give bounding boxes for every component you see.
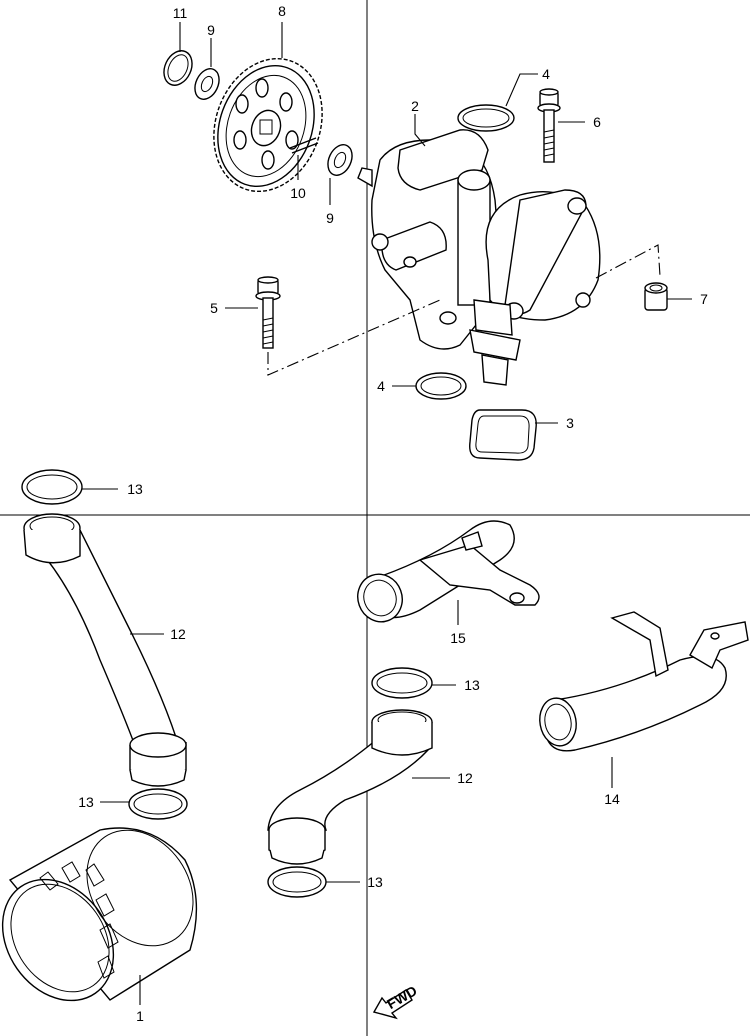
part-12-pipe-left — [23, 513, 187, 787]
callout-5: 5 — [210, 300, 218, 316]
part-13-oring-top-left — [21, 469, 83, 505]
callout-4-lower: 4 — [377, 378, 385, 394]
callout-3: 3 — [566, 415, 574, 431]
part-14-pipe — [539, 611, 749, 752]
part-10-pin — [289, 137, 319, 154]
alignment-line-dowel — [595, 244, 661, 279]
fwd-arrow-icon: FWD — [372, 982, 420, 1020]
callout-2: 2 — [411, 98, 419, 114]
part-13-oring-mid — [371, 667, 433, 699]
part-7-dowel — [644, 282, 668, 311]
callout-9-lower: 9 — [326, 210, 334, 226]
callout-11: 11 — [173, 5, 188, 21]
part-15-pipe — [357, 520, 540, 623]
part-8-gear — [213, 57, 323, 193]
callout-1: 1 — [136, 1008, 144, 1024]
callout-13-mid: 13 — [464, 677, 480, 693]
callout-6: 6 — [593, 114, 601, 130]
callout-13-bottom: 13 — [367, 874, 383, 890]
part-9-washer-lower — [327, 144, 353, 176]
callout-10: 10 — [290, 185, 306, 201]
callout-13-top-left: 13 — [127, 481, 143, 497]
part-4-oring-upper — [457, 104, 515, 132]
part-11-circlip — [163, 50, 193, 86]
part-9-washer-upper — [194, 68, 220, 100]
callout-14: 14 — [604, 791, 620, 807]
part-13-oring-lower-left — [128, 788, 188, 820]
part-4-oring-lower — [415, 372, 467, 400]
part-12-pipe-right — [267, 709, 433, 865]
callout-13-lower-left: 13 — [78, 794, 94, 810]
callout-4-upper: 4 — [542, 66, 550, 82]
part-13-oring-bottom — [267, 866, 327, 898]
leader-4a — [505, 73, 538, 107]
part-3-gasket — [469, 409, 537, 461]
callout-9-upper: 9 — [207, 22, 215, 38]
callout-12-left: 12 — [170, 626, 186, 642]
leader-2 — [414, 114, 426, 147]
callout-7: 7 — [700, 291, 708, 307]
fwd-label: FWD — [384, 982, 420, 1012]
callout-12-right: 12 — [457, 770, 473, 786]
part-2-oil-pump — [357, 129, 601, 386]
alignment-line-bolt — [267, 299, 441, 376]
part-1-oil-filter — [1, 827, 198, 1002]
callout-15: 15 — [450, 630, 466, 646]
part-5-bolt — [255, 276, 281, 349]
callout-8: 8 — [278, 3, 286, 19]
part-6-bolt — [537, 88, 561, 163]
